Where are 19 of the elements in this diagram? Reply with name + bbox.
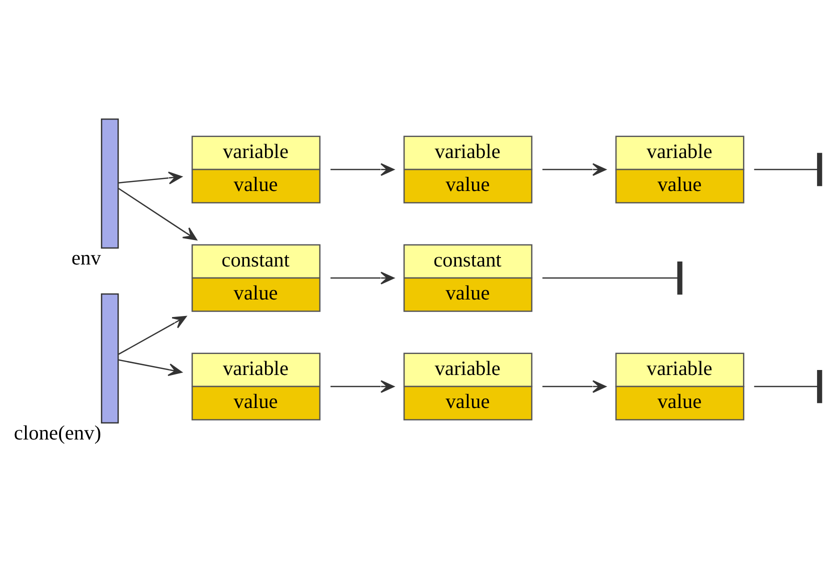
arrow [118,316,187,355]
arrow [118,172,182,184]
arrow [118,359,182,376]
node-label: clone(env) [14,422,102,444]
node-bar [100,293,119,424]
node-ground [817,370,822,404]
arrow [542,163,606,176]
node-ground [677,261,682,295]
connector [754,168,818,170]
node-bar [100,118,119,249]
connector [542,277,678,279]
arrow [118,188,198,240]
node-label: env [72,247,101,270]
arrow [542,380,606,393]
arrow [330,163,394,176]
arrow [330,272,394,284]
node-ground [817,152,822,186]
connector [754,386,818,388]
arrow [330,380,394,393]
